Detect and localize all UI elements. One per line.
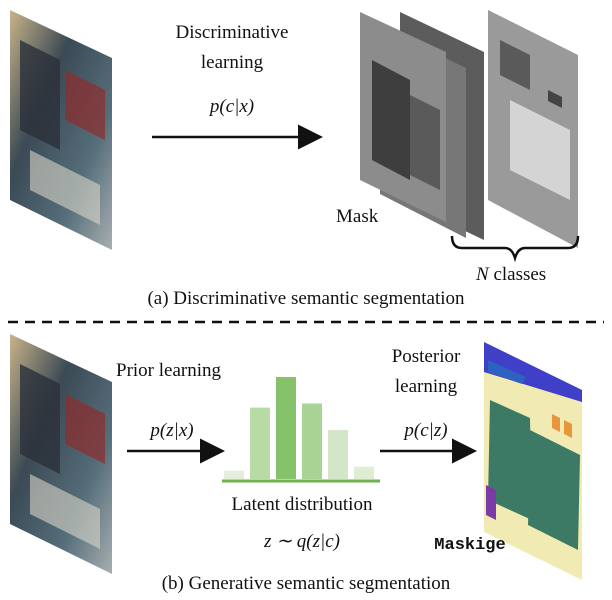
histogram-bar-2	[250, 407, 270, 479]
latent-formula: z ∼ q(z|c)	[263, 531, 341, 552]
maskige-label: Maskige	[434, 536, 506, 555]
classes-brace	[450, 235, 580, 263]
histogram-bar-5	[328, 430, 348, 479]
classes-word: classes	[488, 264, 547, 285]
classes-var: N	[476, 264, 489, 285]
posterior-label: Posterior	[391, 346, 461, 367]
caption-top: (a) Discriminative semantic segmentation	[147, 288, 465, 309]
latent-histogram	[222, 377, 380, 483]
maskige-image	[484, 342, 582, 580]
posterior-learning-label: learning	[394, 376, 458, 397]
discriminative-label: Discriminative	[175, 22, 289, 43]
latent-distribution-label: Latent distribution	[231, 494, 373, 515]
mask-label: Mask	[336, 206, 379, 227]
classes-label: N classes	[476, 264, 546, 286]
input-photo-top	[10, 10, 112, 250]
posterior-formula: p(c|z)	[404, 420, 448, 441]
caption-bottom: (b) Generative semantic segmentation	[161, 573, 451, 594]
histogram-bar-1	[224, 470, 244, 479]
prior-formula: p(z|x)	[150, 420, 194, 441]
prior-learning-label: Prior learning	[116, 360, 222, 381]
histogram-bar-6	[354, 466, 374, 479]
mask-stack	[360, 10, 578, 248]
input-photo-bottom	[10, 334, 112, 574]
top-formula: p(c|x)	[209, 96, 255, 117]
learning-label: learning	[200, 52, 264, 73]
histogram-bar-3	[276, 377, 296, 479]
histogram-bar-4	[302, 403, 322, 479]
